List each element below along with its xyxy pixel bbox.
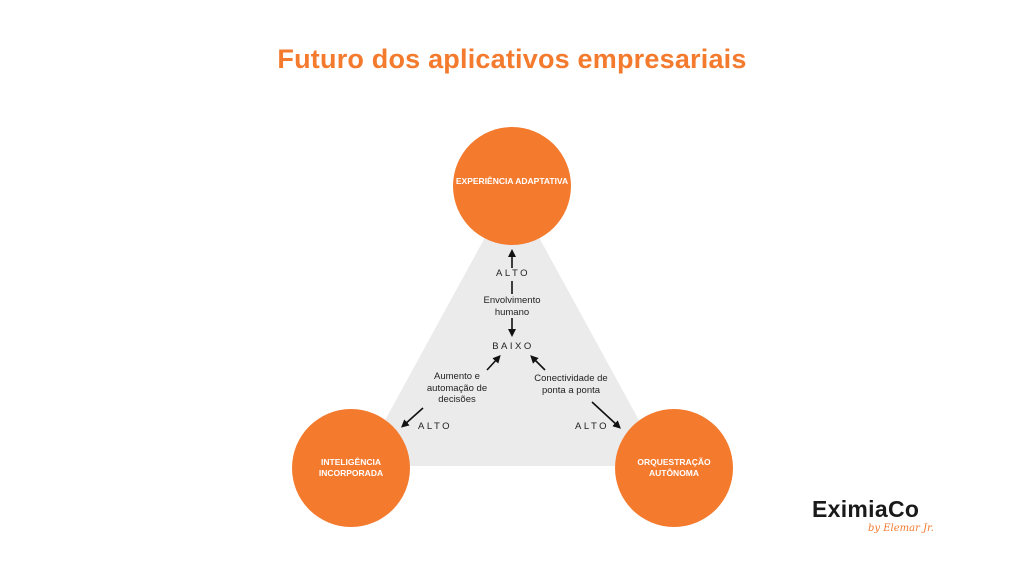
logo-name: EximiaCo [812,496,920,522]
right-arrow-down [591,401,621,429]
vertical-axis-label: Envolvimento humano [483,295,541,318]
node-top-label: EXPERIÊNCIA ADAPTATIVA [455,176,569,186]
node-top-circle [453,127,571,245]
left-axis-label: Aumento e automação de decisões [426,371,488,405]
node-left-label: INTELIGÊNCIA INCORPORADA [318,457,384,478]
center-low-label: BAIXO [492,341,534,352]
right-arrow-up [530,355,546,371]
left-arrow-down [401,407,424,428]
node-left-circle [292,409,410,527]
right-axis-label: Conectividade de ponta a ponta [534,373,608,396]
node-right-label: ORQUESTRAÇÃO AUTÔNOMA [637,457,711,478]
vertical-high-label: ALTO [496,268,530,279]
right-high-label: ALTO [575,421,609,432]
left-arrow-up [486,355,501,371]
page-title: Futuro dos aplicativos empresariais [277,44,747,74]
eximiaco-logo: EximiaCo by Elemar Jr. [812,496,952,542]
left-high-label: ALTO [418,421,452,432]
node-right-circle [615,409,733,527]
logo-tagline: by Elemar Jr. [868,523,934,534]
